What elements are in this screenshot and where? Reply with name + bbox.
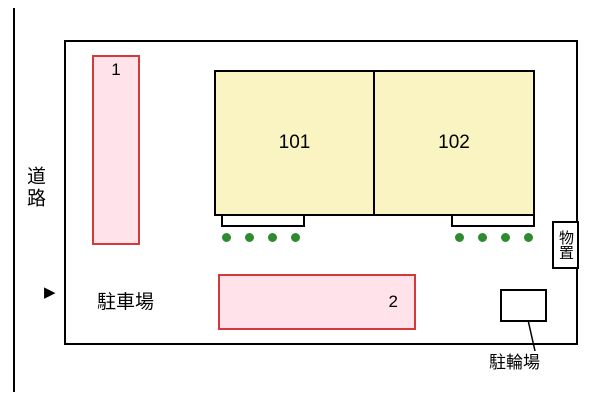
bush-icon xyxy=(524,233,533,242)
road-edge-line xyxy=(13,8,15,392)
parking-space-2-label: 2 xyxy=(388,292,398,311)
bike-parking-label: 駐輪場 xyxy=(489,353,540,372)
bush-row-left xyxy=(222,233,300,242)
unit-102-label: 102 xyxy=(438,132,470,153)
parking-space-1-label: 1 xyxy=(111,60,121,79)
bush-icon xyxy=(501,233,510,242)
unit-101-label: 101 xyxy=(278,132,311,153)
unit-101: 101 xyxy=(214,70,375,216)
unit-102: 102 xyxy=(373,70,535,216)
entrance-step-102 xyxy=(451,214,535,227)
storage-label: 物置 xyxy=(557,230,574,260)
parking-lot-label: 駐車場 xyxy=(97,292,155,313)
bush-row-right xyxy=(455,233,533,242)
parking-space-1: 1 xyxy=(92,55,140,245)
bike-parking-box xyxy=(500,289,547,322)
bush-icon xyxy=(478,233,487,242)
bush-icon xyxy=(268,233,277,242)
road-label: 道路 xyxy=(24,166,45,210)
parking-space-2: 2 xyxy=(218,274,416,330)
bush-icon xyxy=(455,233,464,242)
bush-icon xyxy=(291,233,300,242)
storage-box: 物置 xyxy=(552,221,579,269)
bush-icon xyxy=(222,233,231,242)
entrance-step-101 xyxy=(221,214,305,227)
bush-icon xyxy=(245,233,254,242)
bike-parking-pointer-line xyxy=(527,320,536,352)
entrance-arrow-icon: ▶ xyxy=(44,284,56,301)
